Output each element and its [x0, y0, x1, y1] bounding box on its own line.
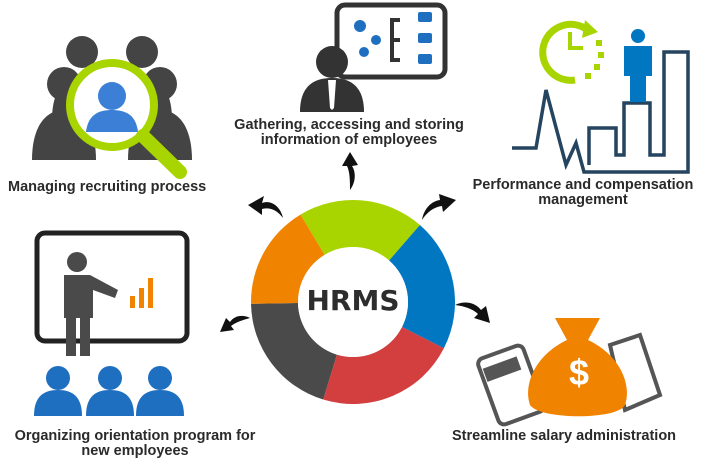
label-salary: Streamline salary administration: [452, 428, 677, 444]
dollar-icon: $: [568, 352, 590, 393]
label-orientation-line2: new employees: [81, 443, 189, 459]
label-information-line1: Gathering, accessing and storing: [234, 117, 464, 133]
donut-segment-orientation: [251, 302, 337, 400]
arrows: [220, 152, 490, 332]
salary-icon: [476, 318, 663, 427]
arrow-salary-icon: [455, 302, 490, 323]
performance-icon: [512, 20, 690, 174]
label-orientation: Organizing orientation program for new e…: [0, 429, 270, 459]
label-performance-line1: Performance and compensation: [472, 177, 694, 193]
donut-segment-information: [300, 200, 420, 261]
donut-segment-recruiting: [251, 214, 325, 304]
label-orientation-line1: Organizing orientation program for: [14, 428, 256, 444]
label-recruiting: Managing recruiting process: [8, 179, 207, 195]
donut-segment-salary: [323, 326, 444, 404]
label-performance-line2: management: [538, 192, 628, 208]
orientation-icon: [34, 230, 190, 416]
hub-label: HRMS: [306, 284, 400, 317]
donut-segment-performance: [389, 225, 456, 349]
hrms-donut: [251, 200, 456, 404]
recruiting-icon: [32, 36, 192, 179]
label-information: Gathering, accessing and storing informa…: [209, 118, 489, 148]
donut-center: [298, 247, 408, 357]
label-information-line2: information of employees: [260, 132, 438, 148]
arrow-recruiting-icon: [248, 196, 283, 218]
label-performance: Performance and compensation management: [448, 178, 710, 208]
arrow-performance-icon: [422, 194, 456, 220]
arrow-information-icon: [342, 152, 358, 190]
arrow-orientation-icon: [220, 315, 250, 332]
information-icon: [300, 2, 448, 112]
